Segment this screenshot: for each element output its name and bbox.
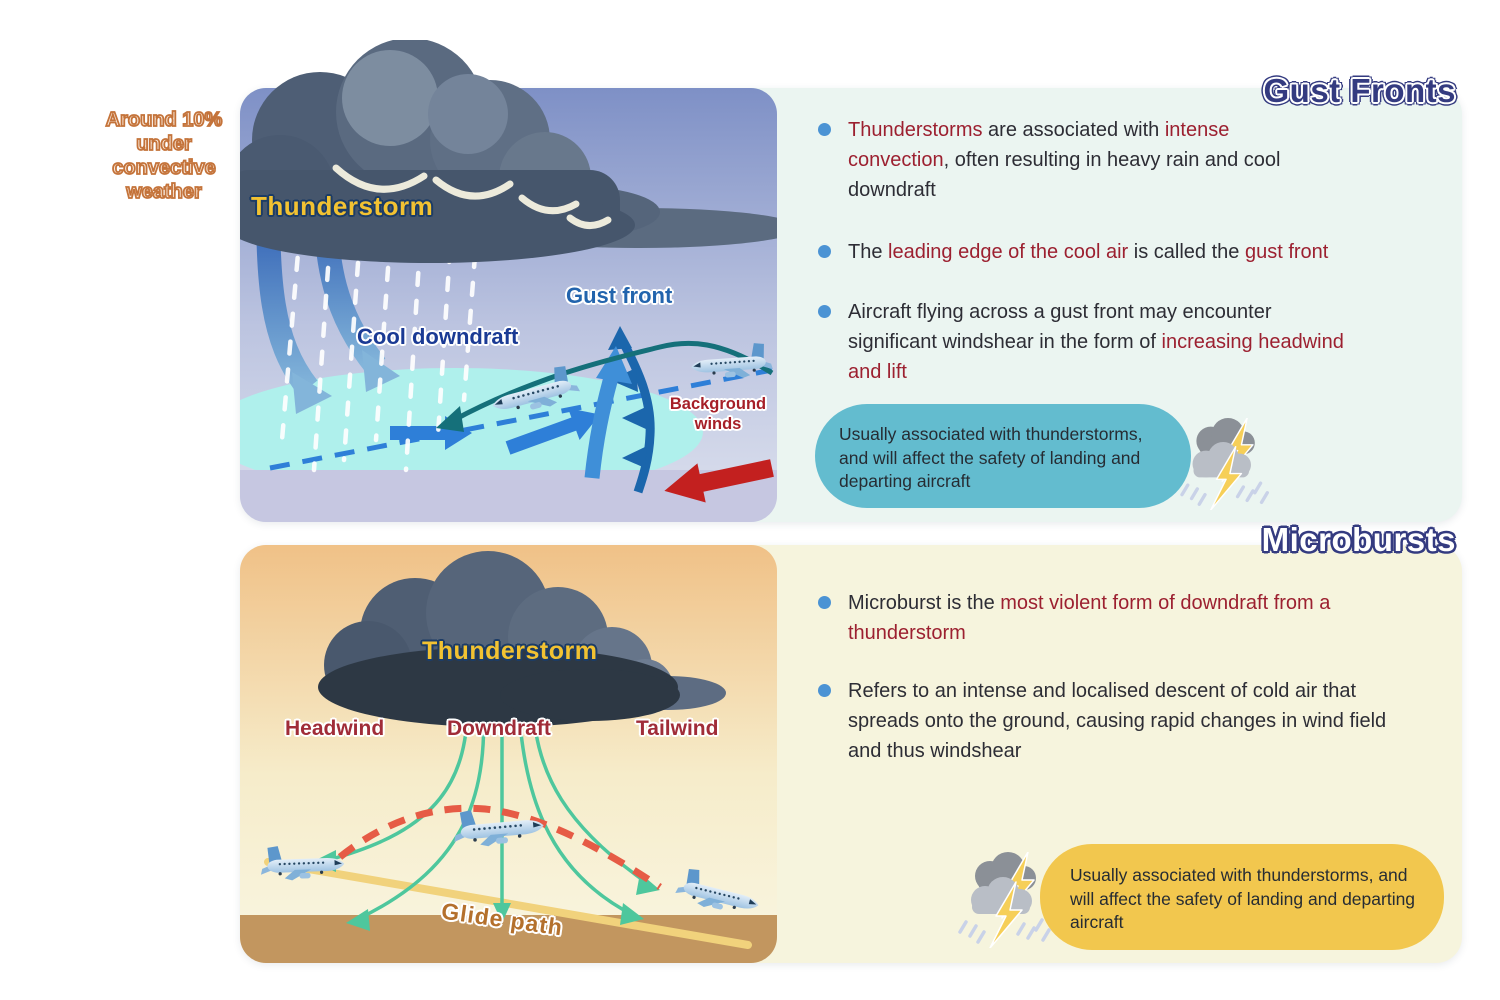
background-winds-label: Background winds: [669, 395, 767, 433]
thunderstorm-label: Thunderstorm: [251, 191, 434, 221]
bullet-text: Thunderstorms are associated with intens…: [848, 119, 1281, 201]
gust-fronts-callout: Usually associated with thunderstorms, a…: [815, 404, 1191, 508]
bullet-dot: [818, 684, 831, 697]
cool-downdraft-label: Cool downdraft: [357, 324, 519, 349]
bullet-thunderstorm-convection: Thunderstorms are associated with intens…: [818, 115, 1334, 205]
bullet-microburst-definition: Microburst is the most violent form of d…: [818, 588, 1408, 648]
bullet-microburst-description: Refers to an intense and localised desce…: [818, 676, 1414, 766]
aircraft-path-dashed-line: [337, 804, 662, 890]
bullet-dot: [818, 123, 831, 136]
headwind-label: Headwind: [285, 717, 385, 740]
gust-front-line: [608, 326, 655, 494]
approach-path-dashed-line: [269, 367, 773, 471]
microburst-diagram: [240, 545, 777, 963]
tailwind-label: Tailwind: [636, 717, 719, 740]
gust-fronts-title: Gust Fronts: [1263, 72, 1456, 109]
ground: [240, 915, 777, 963]
flight-path-line: [436, 340, 774, 432]
bullet-text: The leading edge of the cool air is call…: [848, 241, 1329, 263]
background-winds-arrow: [664, 459, 774, 503]
bullet-dot: [818, 305, 831, 318]
bullet-aircraft-windshear: Aircraft flying across a gust front may …: [818, 297, 1348, 387]
bullet-dot: [818, 596, 831, 609]
bullet-text: Microburst is the most violent form of d…: [848, 592, 1331, 644]
bullet-text: Aircraft flying across a gust front may …: [848, 301, 1344, 383]
cumulonimbus-cloud: [240, 40, 777, 263]
gust-front-diagram: [240, 40, 777, 522]
microbursts-callout: Usually associated with thunderstorms, a…: [1040, 844, 1444, 950]
updraft-arrow: [584, 346, 632, 479]
storm-cloud-lightning-icon: [1180, 418, 1269, 510]
thunderstorm-cloud: [318, 551, 726, 727]
bullet-text: Refers to an intense and localised desce…: [848, 680, 1387, 762]
microbursts-title: Microbursts: [1261, 521, 1456, 558]
bullet-leading-edge: The leading edge of the cool air is call…: [818, 237, 1458, 267]
side-note-convective-weather: Around 10% under convective weather: [105, 108, 223, 204]
storm-cloud-lightning-icon: [958, 852, 1051, 948]
thunderstorm-label: Thunderstorm: [422, 637, 598, 665]
downdraft-label: Downdraft: [447, 717, 551, 740]
rain-streaks: [279, 227, 478, 473]
gust-front-label: Gust front: [566, 283, 673, 308]
bullet-dot: [818, 245, 831, 258]
